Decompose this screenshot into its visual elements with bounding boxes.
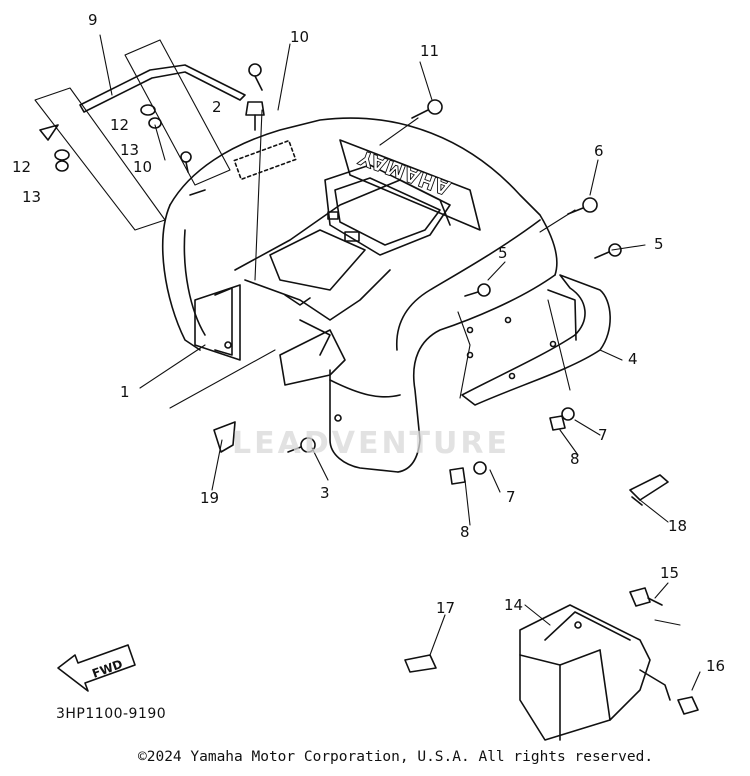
fwd-arrow-label: FWD <box>90 657 124 681</box>
callout-14: 14 <box>504 596 524 614</box>
rear-fender <box>161 117 558 473</box>
callout-8-right: 8 <box>570 450 580 468</box>
callout-10-left: 10 <box>133 158 153 176</box>
callout-19: 19 <box>200 489 220 507</box>
hardware <box>54 63 622 485</box>
callout-18: 18 <box>668 517 688 535</box>
callout-5-right: 5 <box>654 235 664 253</box>
side-rail <box>39 64 246 141</box>
callout-5-center: 5 <box>498 244 508 262</box>
watermark: LEADVENTURE <box>232 426 510 461</box>
callout-3: 3 <box>320 484 330 502</box>
leader-lines <box>34 34 701 691</box>
callout-15: 15 <box>660 564 680 582</box>
callout-13-left: 13 <box>22 188 42 206</box>
part-17-pad <box>404 654 437 673</box>
callout-8-left: 8 <box>460 523 470 541</box>
callout-6: 6 <box>594 142 604 160</box>
callout-13-right: 13 <box>120 141 140 159</box>
part-16-nut <box>677 696 699 715</box>
callout-2: 2 <box>212 98 222 116</box>
callout-11: 11 <box>420 42 440 60</box>
part-19-plate <box>213 421 236 453</box>
callout-16: 16 <box>706 657 726 675</box>
callout-4: 4 <box>628 350 638 368</box>
callout-12-left: 12 <box>12 158 32 176</box>
part-14-box <box>519 604 671 741</box>
callout-7-right: 7 <box>598 426 608 444</box>
callout-1: 1 <box>120 383 130 401</box>
callout-10-top: 10 <box>290 28 310 46</box>
callout-12-right: 12 <box>110 116 130 134</box>
fwd-arrow <box>57 644 136 692</box>
mud-flap <box>461 274 611 406</box>
part-18-clip <box>629 474 669 506</box>
part-15-bolt <box>629 587 663 607</box>
part-code: 3HP1100-9190 <box>56 706 167 722</box>
copyright: ©2024 Yamaha Motor Corporation, U.S.A. A… <box>138 749 654 765</box>
callout-7-left: 7 <box>506 488 516 506</box>
callout-17: 17 <box>436 599 456 617</box>
callout-9: 9 <box>88 11 98 29</box>
